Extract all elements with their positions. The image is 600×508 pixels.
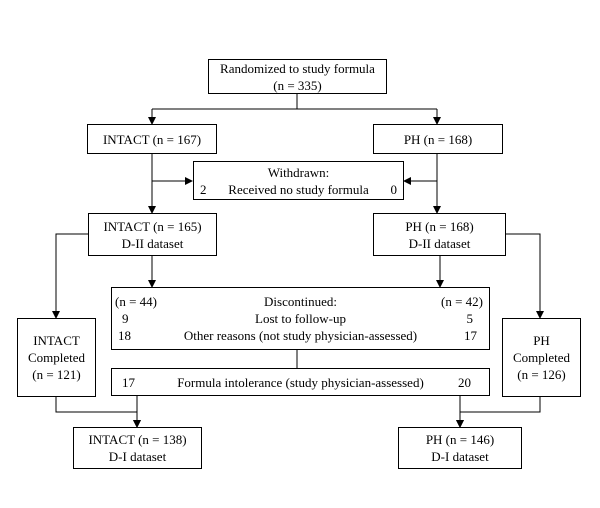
intact-di-dataset: D-I dataset — [108, 449, 167, 464]
other-ph-count: 17 — [464, 328, 477, 343]
discontinued-ph-n: (n = 42) — [441, 294, 483, 309]
ph-arm-label: PH (n = 168) — [403, 131, 473, 147]
other-intact-count: 18 — [118, 328, 131, 343]
randomized-count: (n = 335) — [273, 77, 322, 93]
discontinued-intact-n: (n = 44) — [115, 294, 157, 309]
ph-di-box: PH (n = 146) D-I dataset — [398, 427, 522, 469]
intact-dii-dataset: D-II dataset — [121, 235, 184, 251]
intact-completed-count: (n = 121) — [32, 367, 81, 382]
intolerance-box: 17 Formula intolerance (study physician-… — [111, 368, 490, 396]
arrow-intact-completed-to-di — [55, 397, 141, 428]
randomized-title: Randomized to study formula — [220, 60, 375, 76]
discontinued-box: (n = 44) Discontinued: (n = 42) 9 Lost t… — [111, 287, 490, 350]
intact-completed-arm: INTACT — [33, 333, 80, 348]
intact-di-label: INTACT (n = 138) — [88, 432, 187, 447]
intolerance-intact-count: 17 — [122, 375, 135, 390]
ph-di-label: PH (n = 146) — [425, 432, 495, 447]
intact-arm-box: INTACT (n = 167) — [87, 124, 217, 154]
lost-label: Lost to follow-up — [255, 311, 346, 326]
arrow-ph-completed-to-di — [456, 397, 541, 428]
intact-completed-label: Completed — [27, 350, 86, 365]
ph-completed-box: PH Completed (n = 126) — [502, 318, 581, 397]
lost-ph-count: 5 — [466, 311, 474, 326]
randomized-box: Randomized to study formula (n = 335) — [208, 59, 387, 94]
ph-di-dataset: D-I dataset — [431, 449, 489, 464]
arrow-ph-dii-to-completed — [506, 233, 544, 319]
other-label: Other reasons (not study physician-asses… — [183, 328, 418, 343]
lost-intact-count: 9 — [122, 311, 129, 326]
intact-completed-box: INTACT Completed (n = 121) — [17, 318, 96, 397]
ph-arm-box: PH (n = 168) — [373, 124, 503, 154]
ph-completed-label: Completed — [512, 350, 571, 365]
discontinued-title: Discontinued: — [264, 294, 337, 309]
arrow-intact-dii-to-completed — [52, 233, 93, 319]
ph-completed-arm: PH — [533, 333, 550, 348]
withdrawn-box: Withdrawn: 2 Received no study formula 0 — [193, 161, 404, 200]
intact-dii-box: INTACT (n = 165) D-II dataset — [88, 213, 217, 256]
ph-completed-count: (n = 126) — [517, 367, 566, 382]
intolerance-ph-count: 20 — [458, 375, 471, 390]
withdrawn-intact-count: 2 — [200, 182, 207, 197]
withdrawn-ph-count: 0 — [390, 182, 398, 197]
intact-arm-label: INTACT (n = 167) — [102, 131, 202, 147]
ph-dii-label: PH (n = 168) — [405, 218, 474, 234]
withdrawn-reason: Received no study formula — [228, 182, 369, 197]
intact-dii-label: INTACT (n = 165) — [103, 218, 202, 234]
withdrawn-title: Withdrawn: — [267, 165, 330, 180]
intolerance-label: Formula intolerance (study physician-ass… — [177, 375, 424, 390]
ph-dii-dataset: D-II dataset — [408, 235, 471, 251]
ph-dii-box: PH (n = 168) D-II dataset — [373, 213, 506, 256]
intact-di-box: INTACT (n = 138) D-I dataset — [73, 427, 202, 469]
